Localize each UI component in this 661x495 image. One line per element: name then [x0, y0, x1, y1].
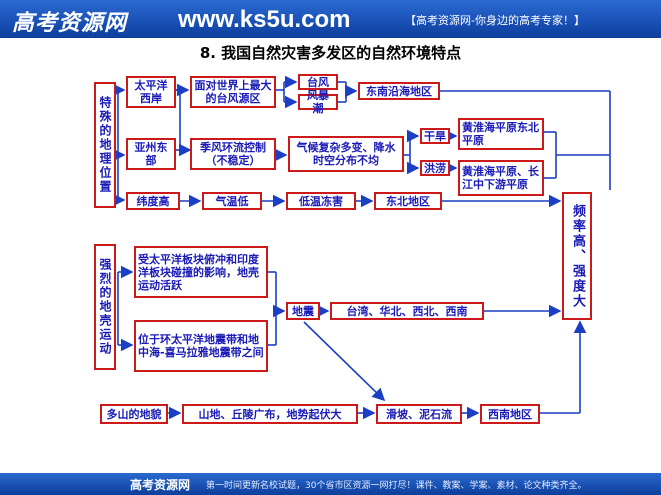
crust-motion-box: 强烈的地壳运动 [94, 244, 116, 370]
drought-box: 干旱 [420, 128, 450, 144]
mountains-hills-box: 山地、丘陵广布，地势起伏大 [182, 404, 358, 424]
site-slogan: 【高考资源网-你身边的高考专家！】 [405, 14, 585, 27]
special-location-box: 特殊的地理位置 [94, 82, 116, 208]
footer-brand: 高考资源网 [130, 478, 191, 492]
typhoon-source-box: 面对世界上最大的台风源区 [190, 76, 276, 108]
drought-region-box: 黄淮海平原东北平原 [458, 118, 544, 150]
footer-bar: 高考资源网 第一时间更新名校试题，30个省市区资源一网打尽！课件、教案、学案、素… [0, 473, 661, 495]
cold-damage-box: 低温冻害 [286, 192, 356, 210]
earthquake-box: 地震 [286, 302, 320, 320]
low-temp-box: 气温低 [202, 192, 262, 210]
southeast-coast-box: 东南沿海地区 [358, 82, 440, 100]
quake-regions-box: 台湾、华北、西北、西南 [330, 302, 484, 320]
page-title: 8. 我国自然灾害多发区的自然环境特点 [199, 44, 462, 62]
asia-east-box: 亚州东部 [126, 138, 176, 170]
climate-change-box: 气候复杂多变、降水时空分布不均 [288, 136, 404, 172]
header-bar: 高考资源网 www.ks5u.com 【高考资源网-你身边的高考专家！】 [0, 0, 661, 38]
footer-text: 第一时间更新名校试题，30个省市区资源一网打尽！课件、教案、学案、素材、论文种类… [206, 481, 587, 491]
storm-surge-box: 风暴潮 [298, 89, 338, 115]
flood-region-box: 黄淮海平原、长江中下游平原 [458, 160, 544, 196]
mountain-terrain-box: 多山的地貌 [100, 404, 168, 424]
typhoon-box: 台风 [298, 74, 338, 90]
monsoon-box: 季风环流控制（不稳定） [190, 138, 276, 170]
high-latitude-box: 纬度高 [126, 192, 180, 210]
northeast-box: 东北地区 [374, 192, 442, 210]
flood-box: 洪涝 [420, 160, 450, 176]
site-logo: 高考资源网 [12, 10, 128, 36]
site-url[interactable]: www.ks5u.com [178, 6, 351, 33]
plate-influence-box: 受太平洋板块俯冲和印度洋板块碰撞的影响，地壳运动活跃 [134, 246, 268, 298]
landslide-box: 滑坡、泥石流 [376, 404, 462, 424]
result-box: 频率高、强度大 [562, 192, 592, 320]
pacific-west-box: 太平洋西岸 [126, 76, 176, 108]
seismic-belt-box: 位于环太平洋地震带和地中海-喜马拉雅地震带之间 [134, 320, 268, 372]
southwest-box: 西南地区 [480, 404, 540, 424]
